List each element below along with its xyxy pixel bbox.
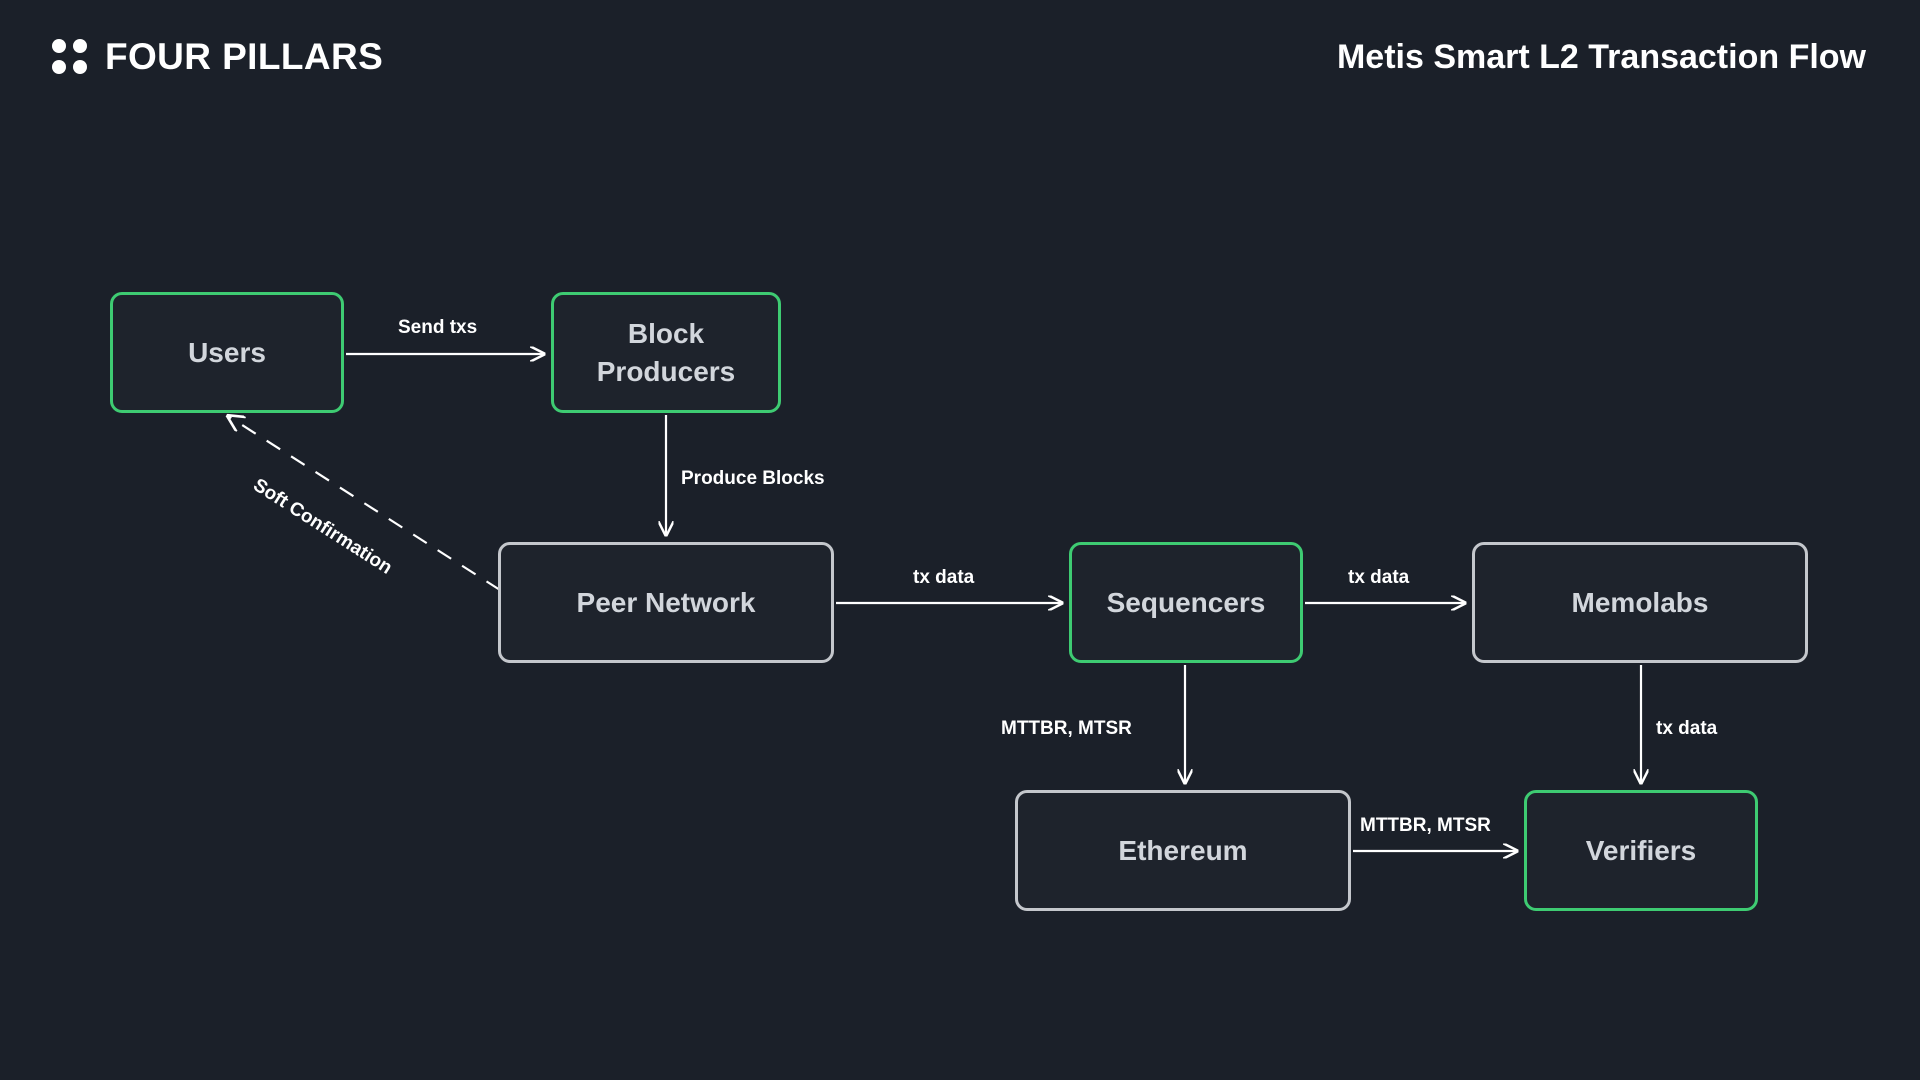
node-label: Memolabs — [1571, 586, 1709, 618]
edge-label-send-txs: Send txs — [398, 317, 478, 338]
node-label: Sequencers — [1106, 586, 1266, 618]
node-memolabs[interactable]: Memolabs — [1472, 542, 1808, 663]
logo-dot — [73, 39, 87, 53]
edge-label-soft-confirmation: Soft Confirmation — [249, 474, 396, 579]
page-title: Metis Smart L2 Transaction Flow — [1336, 38, 1866, 76]
edge-label-tx-data-sequencers-to-memolabs: tx data — [1348, 567, 1410, 588]
page-header: FOUR PILLARS Metis Smart L2 Transaction … — [0, 0, 1920, 120]
edge-label-tx-data-memolabs-to-verifiers: tx data — [1656, 718, 1718, 739]
logo-dot — [52, 60, 66, 74]
node-block-producers[interactable]: Block Producers — [551, 292, 781, 413]
node-sequencers[interactable]: Sequencers — [1069, 542, 1303, 663]
brand: FOUR PILLARS — [52, 38, 383, 75]
edge-label-mttbr-mtsr-sequencers-to-ethereum: MTTBR, MTSR — [1001, 718, 1132, 739]
node-peer-network[interactable]: Peer Network — [498, 542, 834, 663]
edge-label-mttbr-mtsr-ethereum-to-verifiers: MTTBR, MTSR — [1360, 815, 1491, 836]
edge-label-tx-data-peer-to-sequencers: tx data — [913, 567, 975, 588]
node-label: Users — [188, 336, 266, 368]
logo-dot — [73, 60, 87, 74]
node-verifiers[interactable]: Verifiers — [1524, 790, 1758, 911]
four-dot-grid-icon — [52, 39, 87, 74]
edge-label-produce-blocks: Produce Blocks — [681, 468, 825, 489]
node-label: Ethereum — [1118, 834, 1248, 866]
node-users[interactable]: Users — [110, 292, 344, 413]
node-label: Peer Network — [576, 586, 756, 618]
node-label: Block Producers — [596, 317, 736, 387]
brand-name: FOUR PILLARS — [105, 36, 384, 77]
logo-dot — [52, 39, 66, 53]
node-ethereum[interactable]: Ethereum — [1015, 790, 1351, 911]
node-label: Verifiers — [1585, 834, 1697, 866]
